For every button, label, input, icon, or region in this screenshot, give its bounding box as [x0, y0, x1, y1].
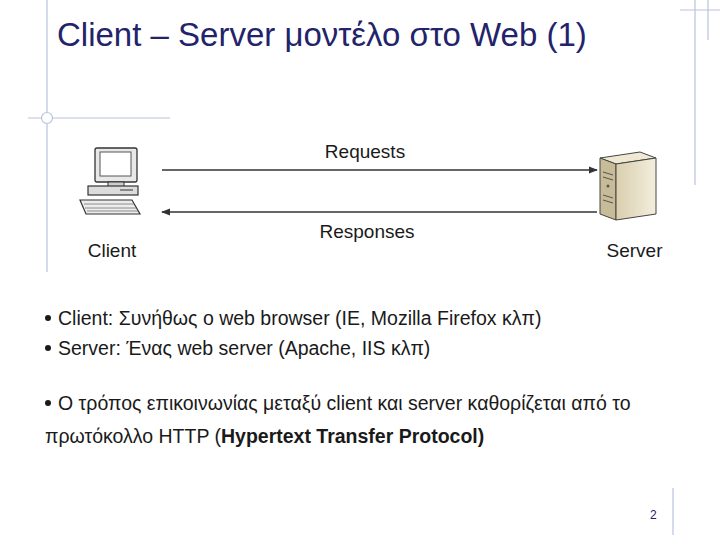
slide-title: Client – Server μοντέλο στο Web (1): [57, 14, 657, 56]
arrow-connector: [162, 211, 597, 213]
edge-label: Responses: [319, 221, 414, 243]
node-label: Client: [62, 240, 162, 262]
page-number: 2: [650, 508, 657, 522]
arrow-connector: [162, 169, 597, 171]
icon-node: Server: [597, 140, 672, 262]
bullet-paragraph: Ο τρόπος επικοινωνίας μεταξύ client και …: [45, 387, 685, 453]
bullet-text: Hypertext Transfer Protocol): [221, 425, 484, 447]
bullet-dot: [45, 345, 51, 351]
icon-node: Client: [62, 140, 162, 262]
bullet-text: Client: Συνήθως ο web browser (IE, Mozil…: [58, 307, 541, 329]
bullet-paragraph: Client: Συνήθως ο web browser (IE, Mozil…: [45, 302, 685, 335]
server-tower-icon: [600, 152, 656, 220]
client-computer-icon: [80, 148, 140, 214]
bullet-paragraph: Server: Ένας web server (Apache, IIS κλπ…: [45, 332, 685, 365]
bullet-dot: [45, 315, 51, 321]
bullet-dot: [45, 400, 51, 406]
node-label: Server: [597, 240, 672, 262]
frame-lines: [28, 0, 720, 535]
bullet-text: Server: Ένας web server (Apache, IIS κλπ…: [58, 337, 430, 359]
edge-label: Requests: [325, 141, 405, 163]
